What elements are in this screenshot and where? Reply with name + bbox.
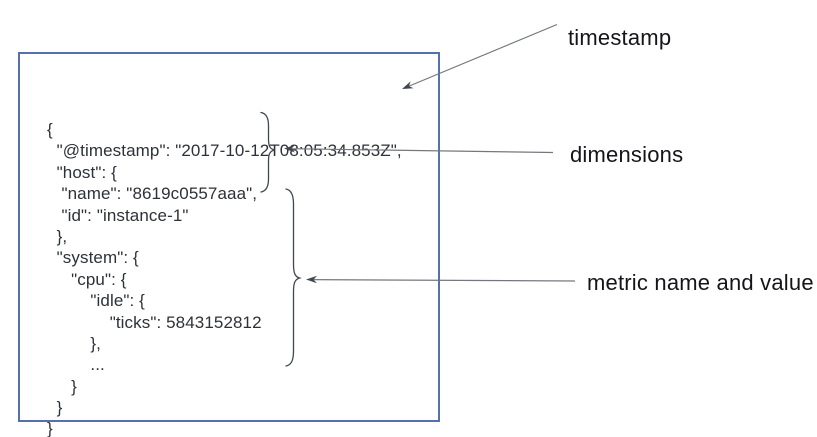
timestamp-label: timestamp — [568, 25, 672, 50]
metric-name-and-value-label: metric name and value — [587, 270, 814, 295]
json-line-host-open: "host": { — [47, 162, 117, 182]
json-line-open-brace: { — [47, 120, 53, 139]
json-line-ticks-value: "ticks": 5843152812 — [47, 312, 262, 332]
json-line-system-open: "system": { — [47, 248, 139, 268]
json-snippet-box: { "@timestamp": "2017-10-12T08:05:34.853… — [18, 52, 440, 437]
json-line-cpu-close: } — [47, 376, 77, 396]
json-line-timestamp: "@timestamp": "2017-10-12T08:05:34.853Z"… — [47, 141, 402, 161]
json-line-cpu-open: "cpu": { — [47, 269, 127, 289]
json-line-idle-close: }, — [47, 333, 102, 353]
json-line-idle-open: "idle": { — [47, 291, 145, 311]
json-line-host-id: "id": "instance-1" — [47, 205, 189, 225]
dimensions-label: dimensions — [570, 142, 684, 167]
json-line-host-name: "name": "8619c0557aaa", — [47, 184, 258, 204]
json-line-system-close: } — [47, 398, 63, 418]
json-line-ellipsis: ... — [47, 355, 105, 375]
json-code-block: { "@timestamp": "2017-10-12T08:05:34.853… — [47, 119, 402, 437]
json-line-host-close: }, — [47, 226, 68, 246]
json-line-close-brace: } — [47, 419, 53, 437]
